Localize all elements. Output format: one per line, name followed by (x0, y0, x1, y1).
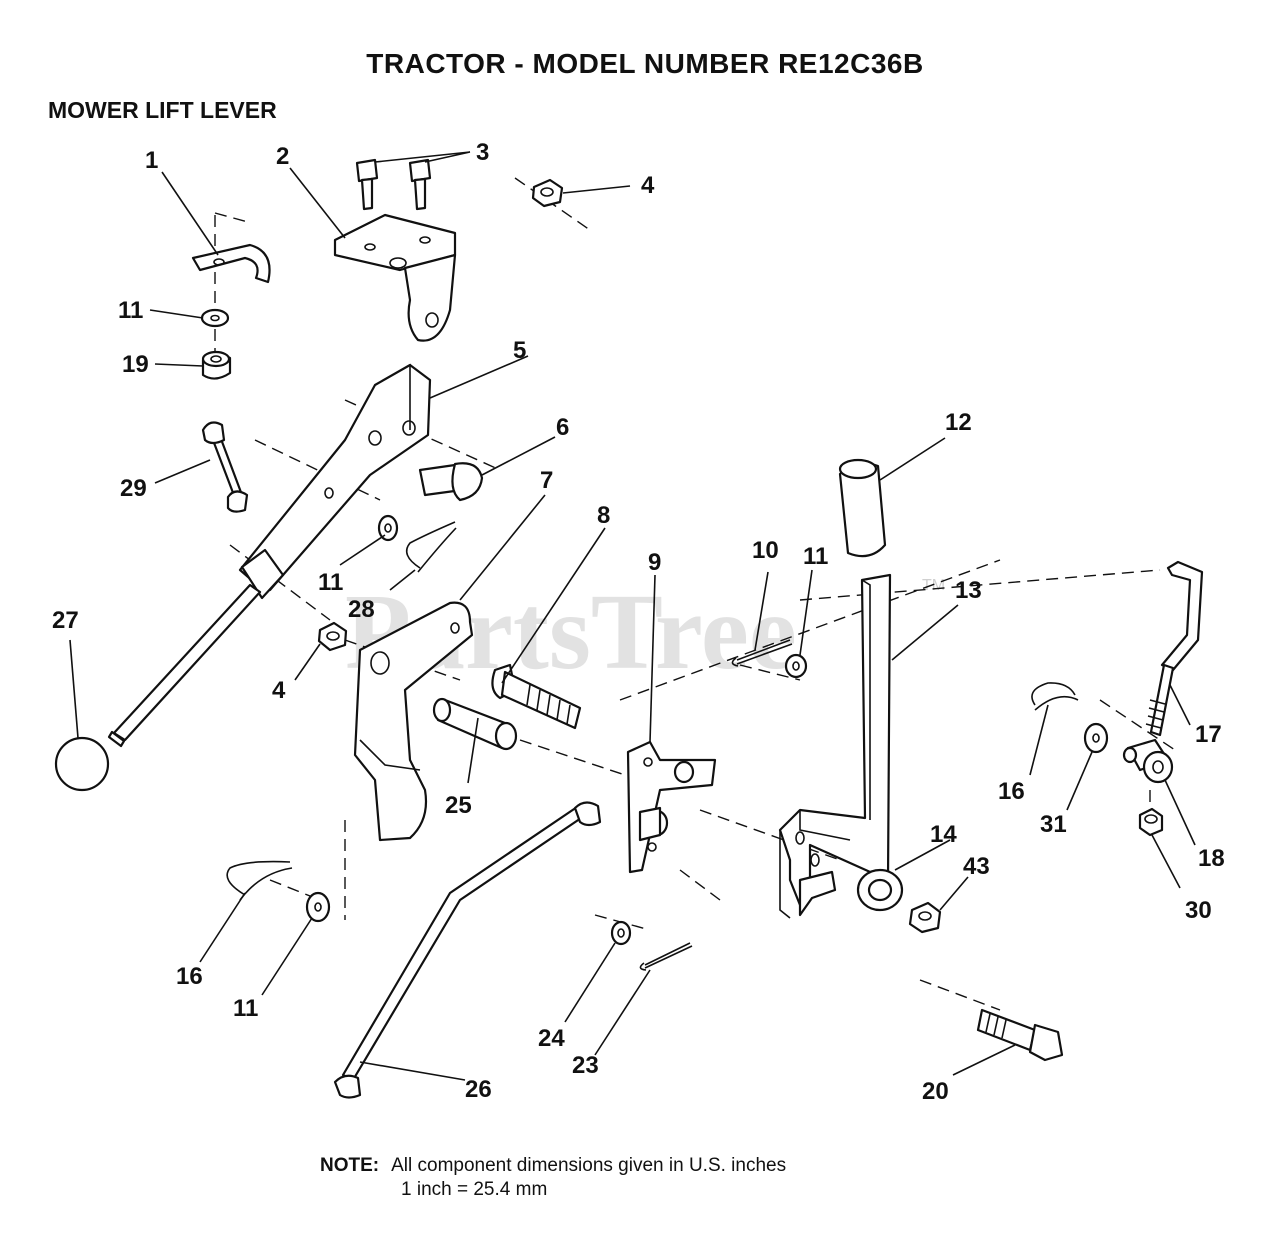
part-13-lever (778, 573, 892, 919)
part-17-adjust-rod (1145, 560, 1204, 737)
part-12-grip (838, 458, 887, 558)
part-18-trunnion (1122, 738, 1174, 784)
callout-29: 29 (120, 475, 147, 502)
callout-6: 6 (556, 414, 569, 441)
part-1-clip (191, 243, 271, 284)
section-title: MOWER LIFT LEVER (48, 97, 277, 123)
part-29-link (201, 421, 249, 513)
callout-43: 43 (963, 853, 990, 880)
callout-14: 14 (930, 821, 957, 848)
callout-3: 3 (476, 139, 489, 166)
watermark-tm: TM (922, 577, 945, 594)
callout-27: 27 (52, 607, 79, 634)
callout-2: 2 (276, 143, 289, 170)
part-16-hairpin-right (1031, 682, 1079, 711)
callout-13: 13 (955, 577, 982, 604)
callout-labels: 1 2 3 4 11 19 5 6 29 7 8 12 9 10 11 11 2… (52, 139, 1225, 1105)
part-11-washer-d (305, 891, 331, 923)
part-2-bracket (333, 213, 457, 342)
part-10-cotter-pin (731, 639, 793, 667)
part-30-nut (1138, 807, 1164, 837)
part-3-bolts (355, 158, 432, 211)
callout-8: 8 (597, 502, 610, 529)
callout-24: 24 (538, 1025, 565, 1052)
callout-11-a: 11 (118, 297, 143, 324)
part-19-nut (201, 350, 232, 380)
callout-4-upper: 4 (641, 172, 655, 199)
part-9-bracket (626, 740, 717, 874)
part-4-nut-upper (531, 178, 564, 208)
leader-lines (69, 151, 1196, 1081)
part-11-washer-a (200, 308, 230, 328)
callout-10: 10 (752, 537, 779, 564)
callout-31: 31 (1040, 811, 1067, 838)
callout-1: 1 (145, 147, 158, 174)
part-31-washer (1083, 722, 1109, 754)
part-7-lever-plate (353, 601, 474, 842)
part-5-lift-arm (238, 363, 432, 600)
part-26-lift-link (333, 801, 602, 1099)
part-27-knob (54, 736, 110, 792)
part-11-washer-b (377, 514, 399, 542)
callout-5: 5 (513, 337, 526, 364)
part-20-bolt (976, 1008, 1064, 1062)
callout-18: 18 (1198, 845, 1225, 872)
note-label: NOTE: (320, 1155, 380, 1176)
note-line-1: All component dimensions given in U.S. i… (391, 1155, 787, 1176)
part-28-hairpin (405, 521, 457, 573)
callout-19: 19 (122, 351, 149, 378)
part-4-nut-lower (317, 621, 348, 652)
callout-11-b: 11 (318, 569, 343, 596)
part-27-lift-rod (107, 583, 262, 748)
note-line-2: 1 inch = 25.4 mm (401, 1179, 548, 1200)
callout-28: 28 (348, 596, 375, 623)
part-11-washer-c (784, 653, 808, 679)
callout-16-right: 16 (998, 778, 1025, 805)
part-24-washer (610, 920, 632, 946)
callout-17: 17 (1195, 721, 1222, 748)
part-25-spacer (432, 697, 518, 751)
part-23-cotter-pin (639, 942, 693, 971)
callout-11-d: 11 (233, 995, 258, 1022)
callout-26: 26 (465, 1076, 492, 1103)
callout-23: 23 (572, 1052, 599, 1079)
callout-4-lower: 4 (272, 677, 286, 704)
callout-25: 25 (445, 792, 472, 819)
part-16-hairpin-lower (226, 860, 293, 901)
callout-7: 7 (540, 467, 553, 494)
diagram-title: TRACTOR - MODEL NUMBER RE12C36B (366, 48, 924, 79)
dimension-note: NOTE: All component dimensions given in U… (320, 1155, 787, 1200)
part-14-bushing (856, 868, 904, 912)
callout-20: 20 (922, 1078, 949, 1105)
part-43-nut (908, 901, 942, 934)
callout-12: 12 (945, 409, 972, 436)
callout-9: 9 (648, 549, 661, 576)
callout-16-left: 16 (176, 963, 203, 990)
callout-11-c: 11 (803, 543, 828, 570)
callout-30: 30 (1185, 897, 1212, 924)
part-6-bolt (418, 462, 484, 502)
